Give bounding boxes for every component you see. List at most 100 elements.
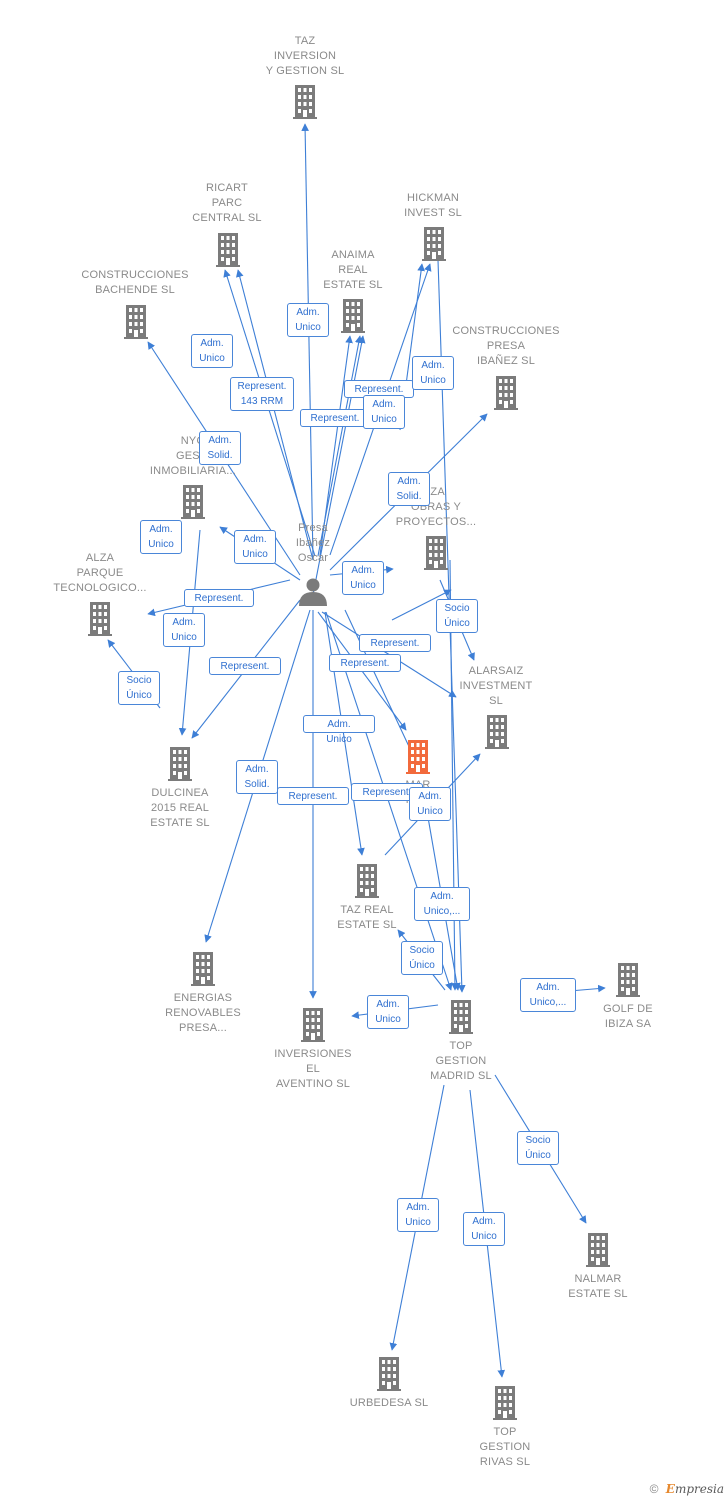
relationship-label[interactable]: Adm. Unico bbox=[397, 1198, 439, 1232]
company-label[interactable]: DULCINEA 2015 REAL ESTATE SL bbox=[150, 787, 210, 829]
company-label[interactable]: CONSTRUCCIONES BACHENDE SL bbox=[81, 269, 189, 296]
building-icon bbox=[355, 864, 379, 898]
building-icon bbox=[191, 952, 215, 986]
company-node-energias[interactable] bbox=[191, 952, 215, 986]
building-icon bbox=[293, 85, 317, 119]
relationship-label[interactable]: Adm. Unico bbox=[342, 561, 384, 595]
relationship-label[interactable]: Represent. bbox=[277, 787, 349, 805]
company-node-hickman[interactable] bbox=[422, 227, 446, 261]
company-node-top-madrid[interactable] bbox=[449, 1000, 473, 1034]
building-icon bbox=[485, 715, 509, 749]
company-node-taz-inversion[interactable] bbox=[293, 85, 317, 119]
relationship-label[interactable]: Represent. 143 RRM bbox=[230, 377, 294, 411]
company-node-top-rivas[interactable] bbox=[493, 1386, 517, 1420]
relationship-label[interactable]: Socio Único bbox=[118, 671, 160, 705]
company-node-iza[interactable] bbox=[424, 536, 448, 570]
building-icon bbox=[424, 536, 448, 570]
building-icon bbox=[181, 485, 205, 519]
relationship-label[interactable]: Adm. Unico bbox=[287, 303, 329, 337]
relationship-edge bbox=[344, 609, 421, 771]
relationship-label[interactable]: Represent. bbox=[300, 409, 370, 427]
relationship-label[interactable]: Adm. Unico bbox=[412, 356, 454, 390]
company-node-main[interactable] bbox=[406, 740, 430, 774]
relationship-label[interactable]: Represent. bbox=[351, 783, 423, 801]
company-label[interactable]: ANAIMA REAL ESTATE SL bbox=[323, 249, 383, 291]
company-node-taz-real[interactable] bbox=[355, 864, 379, 898]
relationship-label[interactable]: Adm. Unico bbox=[191, 334, 233, 368]
building-icon bbox=[494, 376, 518, 410]
company-node-alarsaiz[interactable] bbox=[485, 715, 509, 749]
relationship-label[interactable]: Adm. Unico bbox=[367, 995, 409, 1029]
relationship-label[interactable]: Adm. Unico,... bbox=[520, 978, 576, 1012]
company-node-inversiones[interactable] bbox=[301, 1008, 325, 1042]
relationship-label[interactable]: Adm. Solid. bbox=[236, 760, 278, 794]
company-node-ricart[interactable] bbox=[216, 233, 240, 267]
relationship-label[interactable]: Represent. bbox=[184, 589, 254, 607]
relationship-label[interactable]: Socio Único bbox=[517, 1131, 559, 1165]
person-name-label: Presa Ibañez Oscar bbox=[295, 522, 331, 564]
company-label[interactable]: HICKMAN INVEST SL bbox=[404, 192, 462, 219]
building-icon bbox=[216, 233, 240, 267]
relationship-label[interactable]: Adm. Solid. bbox=[199, 431, 241, 465]
company-label[interactable]: ENERGIAS RENOVABLES PRESA... bbox=[165, 992, 241, 1034]
relationship-label[interactable]: Adm. Unico,... bbox=[414, 887, 470, 921]
company-label[interactable]: ALARSAIZ INVESTMENT SL bbox=[459, 665, 533, 707]
person-icon[interactable] bbox=[299, 578, 327, 607]
relationship-label[interactable]: Represent. bbox=[329, 654, 401, 672]
company-label[interactable]: GOLF DE IBIZA SA bbox=[603, 1003, 653, 1030]
relationship-label[interactable]: Adm. Unico bbox=[409, 787, 451, 821]
relationship-label[interactable]: Adm. Solid. bbox=[388, 472, 430, 506]
brand-logo[interactable]: Empresia bbox=[665, 1482, 724, 1496]
relationship-label[interactable]: Adm. Unico bbox=[140, 520, 182, 554]
relationship-label[interactable]: Adm. Unico bbox=[463, 1212, 505, 1246]
building-icon bbox=[341, 299, 365, 333]
nodes-layer bbox=[88, 85, 640, 1420]
company-label[interactable]: TOP GESTION RIVAS SL bbox=[479, 1426, 531, 1468]
relationship-edge bbox=[391, 589, 452, 621]
relationship-label[interactable]: Represent. bbox=[359, 634, 431, 652]
company-label[interactable]: RICART PARC CENTRAL SL bbox=[192, 182, 262, 224]
relationship-edge bbox=[301, 123, 314, 561]
relationship-label[interactable]: Adm. Unico bbox=[234, 530, 276, 564]
brand-footer: © Empresia bbox=[650, 1482, 724, 1496]
building-icon bbox=[616, 963, 640, 997]
relationship-label[interactable]: Represent. bbox=[209, 657, 281, 675]
company-node-bachende[interactable] bbox=[124, 305, 148, 339]
building-icon bbox=[449, 1000, 473, 1034]
company-node-nyo[interactable] bbox=[181, 485, 205, 519]
company-label[interactable]: CONSTRUCCIONES PRESA IBAÑEZ SL bbox=[452, 325, 560, 367]
building-icon bbox=[493, 1386, 517, 1420]
relationship-edge bbox=[223, 269, 316, 557]
relationship-edge bbox=[325, 611, 453, 991]
building-icon bbox=[377, 1357, 401, 1391]
building-icon bbox=[88, 602, 112, 636]
company-node-presa-ibanez[interactable] bbox=[494, 376, 518, 410]
building-icon bbox=[124, 305, 148, 339]
company-label[interactable]: ALZA PARQUE TECNOLOGICO... bbox=[53, 552, 147, 594]
building-icon bbox=[406, 740, 430, 774]
relationship-label[interactable]: Adm. Unico bbox=[363, 395, 405, 429]
relationship-edge bbox=[324, 611, 365, 856]
building-icon bbox=[422, 227, 446, 261]
building-icon bbox=[301, 1008, 325, 1042]
company-label[interactable]: NALMAR ESTATE SL bbox=[568, 1273, 628, 1300]
company-label[interactable]: INVERSIONES EL AVENTINO SL bbox=[274, 1048, 352, 1090]
company-node-alza[interactable] bbox=[88, 602, 112, 636]
company-label[interactable]: URBEDESA SL bbox=[349, 1397, 429, 1409]
copyright-symbol: © bbox=[649, 1482, 659, 1496]
relationship-label[interactable]: Socio Único bbox=[436, 599, 478, 633]
company-label[interactable]: TAZ REAL ESTATE SL bbox=[337, 904, 397, 931]
company-node-urbedesa[interactable] bbox=[377, 1357, 401, 1391]
company-node-nalmar[interactable] bbox=[586, 1233, 610, 1267]
company-node-anaima[interactable] bbox=[341, 299, 365, 333]
building-icon bbox=[168, 747, 192, 781]
relationship-label[interactable]: Adm. Unico bbox=[163, 613, 205, 647]
company-node-dulcinea[interactable] bbox=[168, 747, 192, 781]
relationship-label[interactable]: Adm. Unico bbox=[303, 715, 375, 745]
building-icon bbox=[586, 1233, 610, 1267]
company-label[interactable]: TAZ INVERSION Y GESTION SL bbox=[265, 35, 345, 77]
relationship-edge bbox=[317, 335, 363, 557]
company-label[interactable]: TOP GESTION MADRID SL bbox=[430, 1040, 492, 1082]
company-node-golf[interactable] bbox=[616, 963, 640, 997]
relationship-label[interactable]: Socio Único bbox=[401, 941, 443, 975]
